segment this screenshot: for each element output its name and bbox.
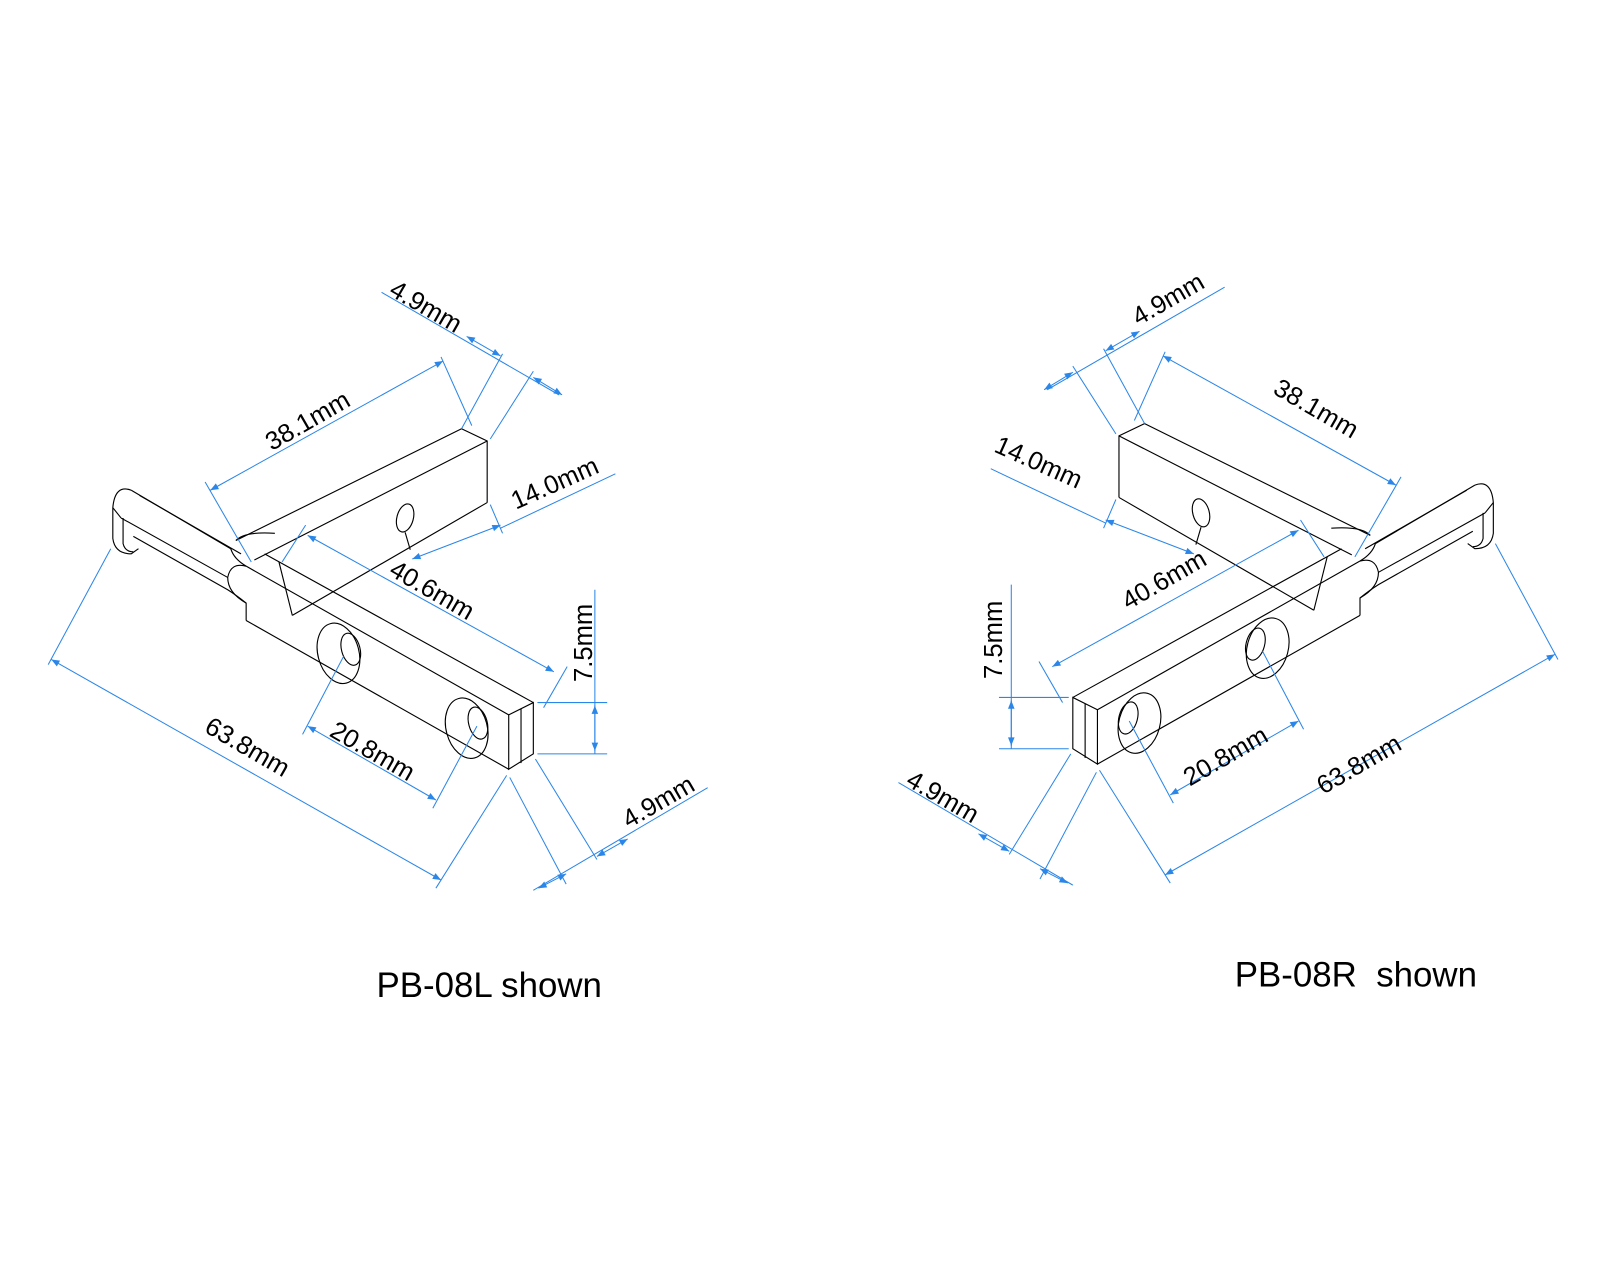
dim-end-height: 7.5mm (570, 604, 598, 682)
left-view-labels: 4.9mm 38.1mm 14.0mm 40.6mm 7.5mm 63.8mm … (200, 275, 699, 1005)
dim-top-thickness: 4.9mm (385, 275, 467, 338)
dim-arm-length: 38.1mm (261, 386, 355, 457)
dim-hole-spacing: 20.8mm (325, 716, 419, 787)
right-caption: PB-08R shown (1235, 956, 1477, 995)
dim-arm-offset: 40.6mm (385, 555, 479, 626)
bar-hole-2 (444, 697, 489, 759)
dim-end-width: 4.9mm (902, 766, 984, 829)
dim-top-thickness: 4.9mm (1127, 268, 1209, 331)
dim-arm-length: 38.1mm (1269, 374, 1363, 445)
left-caption: PB-08L shown (377, 966, 602, 1005)
dim-end-width: 4.9mm (618, 771, 700, 834)
dim-hole-spacing: 20.8mm (1179, 721, 1273, 792)
right-part-geometry (898, 287, 1557, 885)
dim-overall-length: 63.8mm (200, 712, 294, 783)
dim-arm-height: 14.0mm (990, 431, 1086, 494)
right-view-labels: 4.9mm 38.1mm 14.0mm 40.6mm 7.5mm 63.8mm … (902, 268, 1477, 995)
arm-hole (395, 503, 415, 533)
left-part-geometry (47, 291, 708, 891)
dim-overall-length: 63.8mm (1312, 730, 1406, 801)
dimension-lines (47, 291, 708, 891)
dim-arm-height: 14.0mm (507, 452, 603, 515)
part-outline (112, 428, 534, 771)
dim-end-height: 7.5mm (980, 601, 1008, 679)
